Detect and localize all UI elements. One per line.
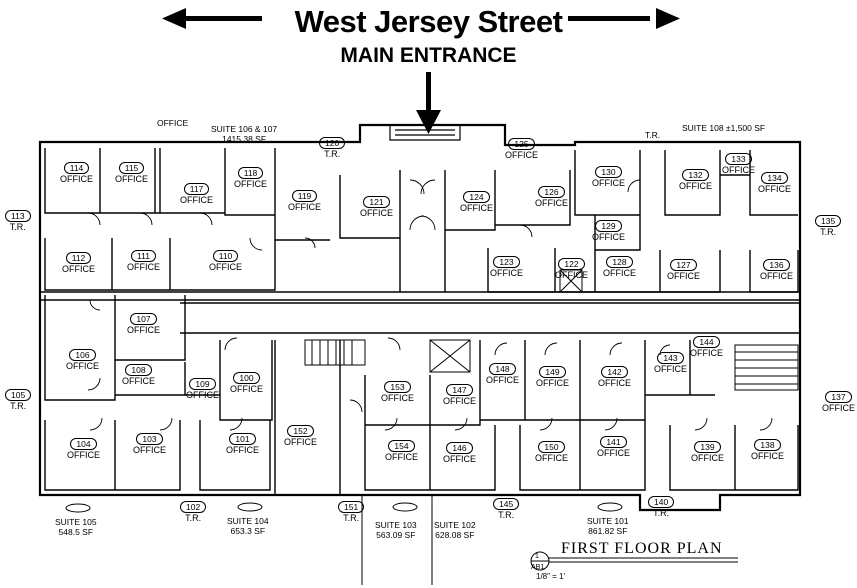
room-walls	[44, 295, 799, 496]
office-label: OFFICE	[157, 118, 189, 128]
street-name: West Jersey Street	[294, 4, 563, 39]
sheet-number: 1	[535, 553, 539, 560]
tr-label: T.R.	[645, 130, 661, 140]
door-swing	[87, 179, 773, 431]
stairs	[304, 339, 366, 366]
elevator	[429, 339, 471, 373]
suite-divider	[361, 495, 433, 585]
tag-ellipse	[392, 502, 418, 512]
tag-ellipse	[597, 502, 623, 512]
tag-ellipse	[65, 503, 91, 513]
header-arrows	[162, 8, 680, 134]
corridor-wall	[40, 291, 800, 301]
elevator	[559, 269, 583, 293]
arrow-left-icon	[162, 8, 262, 29]
plan-title: FIRST FLOOR PLAN	[561, 540, 723, 557]
sheet-id: AB1	[531, 564, 545, 571]
corridor-wall	[180, 302, 800, 334]
suite-label: SUITE 108 ±1,500 SF	[682, 123, 766, 133]
tag-ellipse	[237, 502, 263, 512]
plan-scale: 1/8" = 1'	[536, 572, 566, 581]
stairs	[734, 344, 799, 391]
arrow-right-icon	[568, 8, 680, 29]
main-entrance-label: MAIN ENTRANCE	[340, 44, 517, 67]
entrance-steps	[389, 125, 461, 141]
arrow-down-icon	[416, 72, 441, 134]
outer-wall	[38, 123, 802, 512]
